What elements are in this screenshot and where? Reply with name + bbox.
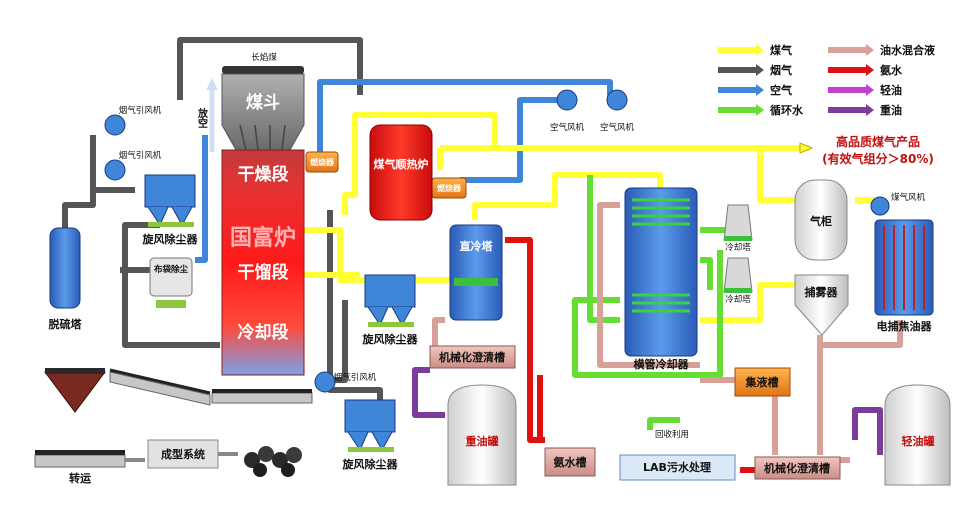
lab-treatment: LAB污水处理 回收利用 [619,429,736,481]
tube-cooler: 横管冷却器 [624,187,698,371]
burner-left: 燃烧器 [305,151,339,173]
legend-item: 循环水 [718,103,804,117]
coal-balls [244,446,302,477]
flue-fan-right: 烟气引风机 [314,371,377,393]
legend-label: 氨水 [880,63,903,77]
svg-text:脱硫塔: 脱硫塔 [49,317,83,331]
svg-text:气柜: 气柜 [809,214,832,228]
direct-cooling-tower: 直冷塔 [449,224,503,321]
svg-text:重油罐: 重油罐 [466,434,499,448]
air-pipes [195,79,613,263]
legend-item: 空气 [718,83,792,97]
coal-pile-triangle [44,368,106,413]
svg-text:燃烧器: 燃烧器 [437,183,462,193]
flue-fan-top: 烟气引风机 [104,105,162,136]
cyclone-a: 旋风除尘器 [142,174,199,246]
forming-system: 成型系统 [125,439,238,469]
gas-holder: 气柜 [794,179,848,261]
svg-text:布袋除尘: 布袋除尘 [153,264,189,275]
ammonia-tank: 氨水槽 [544,447,596,477]
svg-text:电捕焦油器: 电捕焦油器 [877,319,933,333]
svg-text:冷却塔: 冷却塔 [725,242,751,253]
electro-tar-precipitator: 电捕焦油器 [874,219,934,333]
svg-text:回收利用: 回收利用 [655,429,689,440]
svg-text:成型系统: 成型系统 [161,447,205,461]
svg-text:旋风除尘器: 旋风除尘器 [342,457,399,471]
air-fan-b: 空气风机 [600,89,635,133]
legend-label: 轻油 [880,83,902,97]
air-fan-a: 空气风机 [550,89,585,133]
collect-tank: 集液槽 [734,367,791,397]
coal-gas-pipes [300,112,875,323]
section-carbonization: 干馏段 [238,262,289,283]
top-coal-label: 长焰煤 [251,52,277,63]
svg-text:煤气顺热炉: 煤气顺热炉 [374,157,429,171]
legend-item: 烟气 [718,63,792,77]
legend-label: 油水混合液 [880,43,936,57]
clarifier-a: 机械化澄清槽 [429,345,516,369]
legend-label: 空气 [770,83,792,97]
svg-text:旋风除尘器: 旋风除尘器 [362,332,419,346]
svg-text:机械化澄清槽: 机械化澄清槽 [439,350,505,364]
furnace-column: 长焰煤 煤斗 干燥段 国富炉 干馏段 冷却段 放空 [196,52,305,376]
light-oil-tank: 轻油罐 [884,384,951,486]
gas-fan: 煤气风机 [870,192,926,216]
furnace-name: 国富炉 [230,225,296,251]
ammonia-water-pipes [505,237,755,473]
svg-text:煤气风机: 煤气风机 [891,192,926,203]
legend-label: 重油 [880,103,902,117]
product-output: 高品质煤气产品 (有效气组分＞80%) [799,130,948,166]
section-cooling: 冷却段 [238,322,289,343]
svg-text:LAB污水处理: LAB污水处理 [643,460,711,474]
legend-item: 油水混合液 [828,43,936,57]
vent-label: 放空 [196,107,209,128]
hopper-label: 煤斗 [246,92,280,113]
svg-text:烟气引风机: 烟气引风机 [119,150,162,161]
heavy-oil-pipes [412,367,883,455]
coal-conveyor [109,368,313,406]
svg-text:捕雾器: 捕雾器 [805,285,839,299]
product-line2: (有效气组分＞80%) [822,151,934,166]
heavy-oil-tank: 重油罐 [447,384,517,486]
cyclone-c: 旋风除尘器 [342,399,399,471]
cooling-tower-b: 冷却塔 [723,257,753,305]
svg-text:轻油罐: 轻油罐 [902,434,935,448]
desulfurization-tower: 脱硫塔 [49,227,83,331]
circulating-water-pipes [572,175,725,430]
svg-text:空气风机: 空气风机 [600,122,635,133]
svg-text:旋风除尘器: 旋风除尘器 [142,232,199,246]
cyclone-b: 旋风除尘器 [362,274,419,346]
bag-filter: 布袋除尘 [149,257,193,308]
svg-text:转运: 转运 [69,471,91,485]
svg-text:直冷塔: 直冷塔 [460,239,494,253]
legend-item: 氨水 [828,63,903,77]
svg-text:空气风机: 空气风机 [550,122,585,133]
svg-text:冷却塔: 冷却塔 [725,294,751,305]
transport-conveyor: 转运 [34,450,126,485]
svg-text:烟气引风机: 烟气引风机 [334,372,377,383]
flue-fan-mid: 烟气引风机 [104,150,162,181]
svg-text:烟气引风机: 烟气引风机 [119,105,162,116]
svg-text:集液槽: 集液槽 [745,375,779,389]
section-drying: 干燥段 [238,164,289,185]
cooling-tower-a: 冷却塔 [723,204,753,253]
legend-item: 轻油 [828,83,902,97]
legend-label: 烟气 [770,63,792,77]
product-line1: 高品质煤气产品 [836,134,920,149]
hot-blast-stove: 煤气顺热炉 [369,124,433,221]
svg-text:燃烧器: 燃烧器 [310,157,335,167]
legend-label: 循环水 [770,103,804,117]
burner-right: 燃烧器 [431,177,467,199]
flue-gas-pipes [62,37,383,400]
legend-item: 煤气 [718,43,792,57]
legend-item: 重油 [828,103,902,117]
svg-text:氨水槽: 氨水槽 [554,455,587,469]
svg-text:机械化澄清槽: 机械化澄清槽 [764,461,830,475]
svg-text:横管冷却器: 横管冷却器 [634,357,690,371]
mist-catcher: 捕雾器 [794,274,849,336]
legend-label: 煤气 [770,43,792,57]
clarifier-b: 机械化澄清槽 [754,456,841,480]
